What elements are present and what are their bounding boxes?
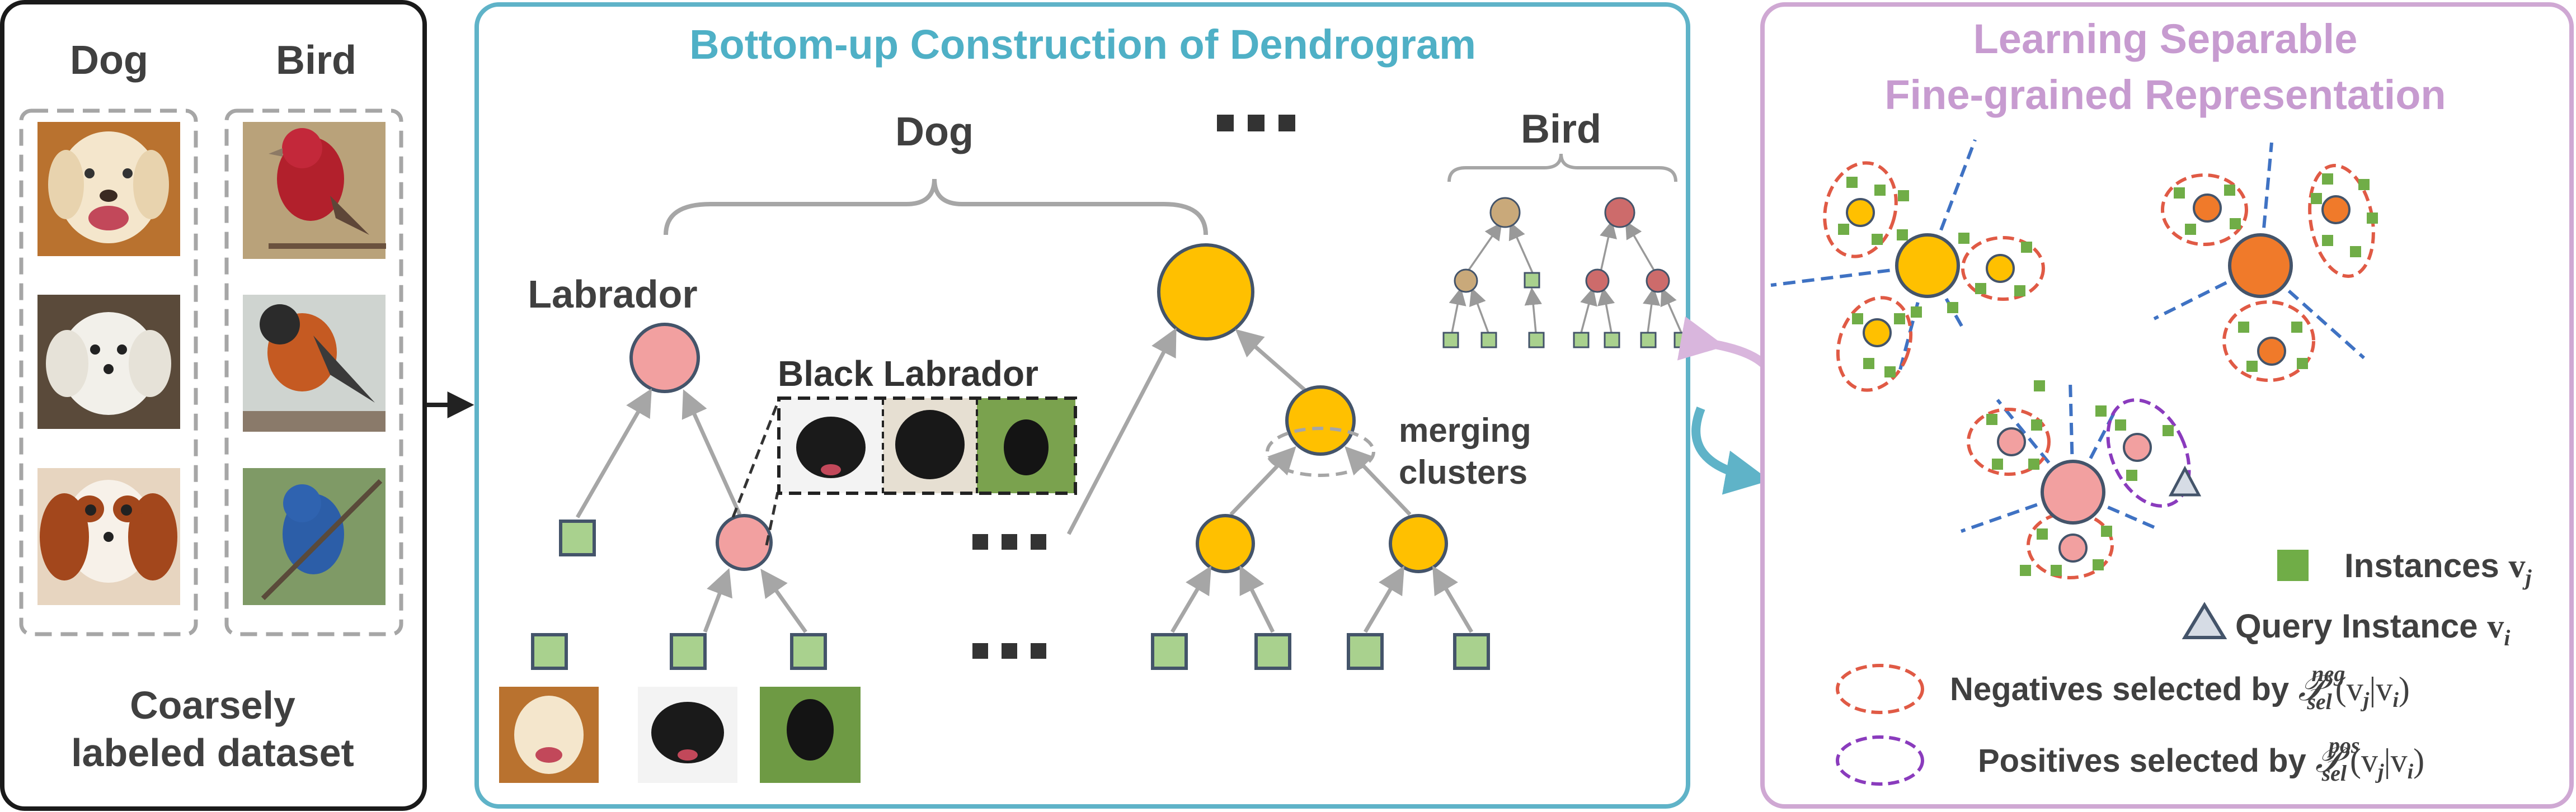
right-title-line1: Learning Separable bbox=[1973, 16, 2358, 62]
ellipsis-bottom bbox=[972, 643, 1046, 659]
edge-leaf bbox=[1239, 565, 1275, 633]
legend-query: Query Instance vi bbox=[2235, 607, 2510, 650]
positive-legend-icon bbox=[1836, 735, 1924, 786]
edge-leaf bbox=[1170, 565, 1211, 633]
middle-panel-title: Bottom-up Construction of Dendrogram bbox=[689, 21, 1476, 68]
coarse-dataset-panel: Dog Bird bbox=[0, 0, 427, 811]
black-labrador-label: Black Labrador bbox=[778, 353, 1038, 394]
legend: Instances vj Query Instance vi Negatives… bbox=[1836, 547, 2532, 786]
instance-square bbox=[559, 520, 596, 556]
bird-group-box bbox=[224, 108, 403, 636]
dog-root-node bbox=[1157, 243, 1254, 341]
cluster-yellow bbox=[1770, 139, 2045, 392]
dog-image-spaniel bbox=[37, 468, 180, 605]
black-labrador-node bbox=[716, 514, 773, 571]
bird-image-finch bbox=[243, 122, 386, 259]
edge-c2-merge bbox=[1345, 446, 1412, 516]
dog-column-label: Dog bbox=[70, 38, 148, 83]
fine-cluster-node bbox=[1196, 514, 1255, 573]
black-lab-link-top bbox=[731, 402, 779, 518]
labrador-node bbox=[629, 323, 700, 393]
leaf-photo-black-lab-2 bbox=[760, 687, 861, 783]
bird-brace bbox=[1447, 153, 1677, 182]
instance-square bbox=[531, 633, 568, 670]
leaf-photo-labrador bbox=[499, 687, 599, 783]
legend-instances: Instances vj bbox=[2344, 547, 2532, 590]
merging-label-line2: clusters bbox=[1399, 454, 1527, 491]
negative-legend-icon bbox=[1836, 664, 1924, 714]
bird-cluster-label: Bird bbox=[1521, 107, 1601, 152]
dog-image-maltese bbox=[37, 295, 180, 429]
instance-square bbox=[1254, 633, 1291, 670]
dog-image-labrador bbox=[37, 122, 180, 256]
instance-square bbox=[1347, 633, 1384, 670]
blue-cycle-arrow bbox=[1691, 407, 1770, 495]
instance-square bbox=[670, 633, 707, 670]
middle-panel-border bbox=[474, 2, 1690, 809]
edge-sq1-labrador bbox=[575, 388, 652, 518]
edge-black-labrador bbox=[681, 389, 742, 516]
fine-cluster-node bbox=[1389, 514, 1448, 573]
query-legend-icon bbox=[2182, 602, 2227, 639]
bird-image-robin bbox=[243, 295, 386, 432]
edge-c1-merge bbox=[1229, 446, 1296, 516]
edge-leaf bbox=[1363, 565, 1404, 633]
edge-leaf bbox=[1432, 565, 1474, 633]
dataset-caption-line2: labeled dataset bbox=[71, 731, 354, 775]
bird-image-bunting bbox=[243, 468, 386, 605]
cluster-orange bbox=[2153, 142, 2378, 382]
instance-square bbox=[1151, 633, 1188, 670]
black-labrador-images bbox=[777, 396, 1077, 495]
merging-label-line1: merging bbox=[1399, 412, 1531, 449]
ellipsis-middle bbox=[972, 534, 1046, 550]
instance-legend-icon bbox=[2277, 550, 2309, 581]
labrador-label: Labrador bbox=[528, 272, 697, 316]
edge-merge-dogroot bbox=[1235, 329, 1308, 393]
right-panel-border bbox=[1760, 2, 2574, 809]
edge-ellipsis-dogroot bbox=[1066, 328, 1177, 535]
leaf-photo-black-lab-1 bbox=[638, 687, 737, 783]
dataset-caption-line1: Coarsely bbox=[130, 683, 295, 727]
dendrogram-panel: Bottom-up Construction of Dendrogram Dog… bbox=[474, 2, 1690, 809]
instance-square bbox=[1453, 633, 1490, 670]
ellipsis-top bbox=[1217, 115, 1295, 131]
edge-leaf-b bbox=[703, 568, 732, 633]
cluster-pink bbox=[1961, 380, 2202, 579]
dog-group-box bbox=[19, 108, 198, 636]
representation-panel: Learning Separable Fine-grained Represen… bbox=[1760, 2, 2574, 809]
edge-leaf-c bbox=[760, 569, 807, 634]
merged-cluster-node bbox=[1285, 385, 1356, 456]
dog-brace bbox=[664, 178, 1208, 235]
dog-cluster-label: Dog bbox=[895, 110, 974, 154]
instance-square bbox=[790, 633, 827, 670]
right-title-line2: Fine-grained Representation bbox=[1884, 72, 2446, 118]
bird-column-label: Bird bbox=[276, 38, 356, 83]
merging-ellipse bbox=[1266, 427, 1375, 477]
black-lab-link-bottom bbox=[765, 492, 779, 546]
